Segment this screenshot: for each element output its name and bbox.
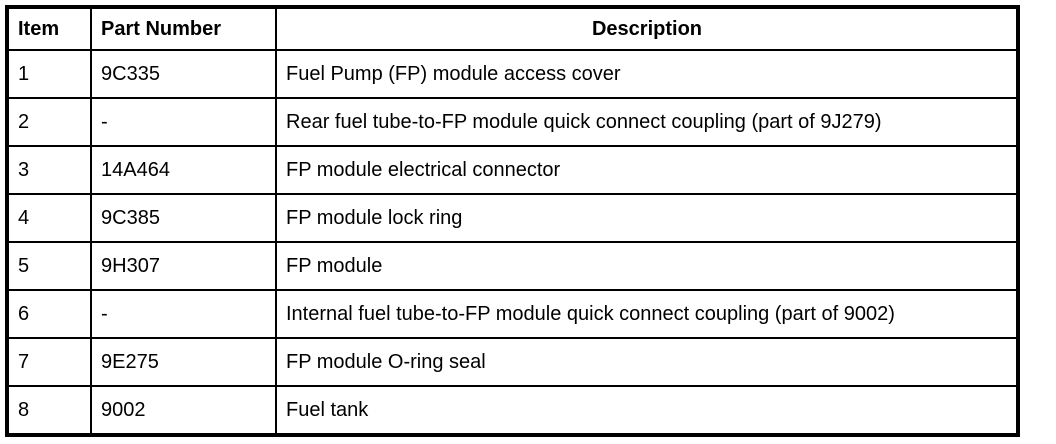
item-cell: 3: [6, 145, 92, 195]
header-row: Item Part Number Description: [6, 6, 1019, 51]
part-number-cell: 9C335: [90, 49, 277, 99]
description-cell: FP module electrical connector: [275, 145, 1019, 195]
part-number-cell: 14A464: [90, 145, 277, 195]
description-cell: Fuel tank: [275, 385, 1019, 436]
item-cell: 5: [6, 241, 92, 291]
table-row: 2-Rear fuel tube-to-FP module quick conn…: [6, 97, 1019, 147]
item-cell: 7: [6, 337, 92, 387]
item-cell: 8: [6, 385, 92, 436]
description-cell: Rear fuel tube-to-FP module quick connec…: [275, 97, 1019, 147]
part-number-cell: 9H307: [90, 241, 277, 291]
item-cell: 4: [6, 193, 92, 243]
column-header-description: Description: [275, 6, 1019, 51]
description-cell: Internal fuel tube-to-FP module quick co…: [275, 289, 1019, 339]
description-cell: FP module O-ring seal: [275, 337, 1019, 387]
part-number-cell: 9C385: [90, 193, 277, 243]
description-cell: FP module: [275, 241, 1019, 291]
part-number-cell: 9002: [90, 385, 277, 436]
column-header-part-number: Part Number: [90, 6, 277, 51]
part-number-cell: -: [90, 289, 277, 339]
description-cell: Fuel Pump (FP) module access cover: [275, 49, 1019, 99]
item-cell: 1: [6, 49, 92, 99]
item-cell: 2: [6, 97, 92, 147]
item-cell: 6: [6, 289, 92, 339]
parts-table-header: Item Part Number Description: [6, 6, 1019, 51]
description-cell: FP module lock ring: [275, 193, 1019, 243]
table-row: 6-Internal fuel tube-to-FP module quick …: [6, 289, 1019, 339]
part-number-cell: 9E275: [90, 337, 277, 387]
column-header-item: Item: [6, 6, 92, 51]
part-number-cell: -: [90, 97, 277, 147]
